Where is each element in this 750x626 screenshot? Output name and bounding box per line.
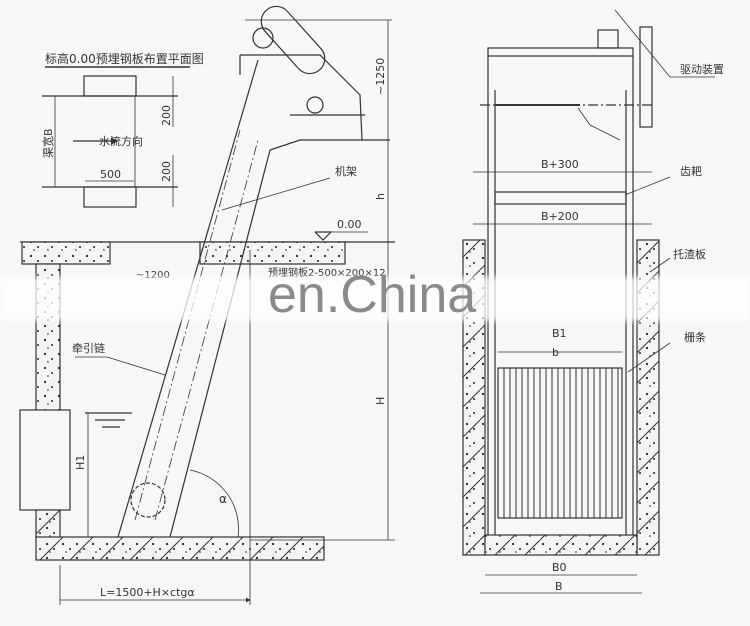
- watermark-text: en.China: [268, 266, 477, 324]
- watermark-band: [0, 277, 750, 321]
- watermark: en.China: [0, 265, 750, 337]
- channel-width-label: 渠宽B: [41, 128, 55, 158]
- rake-label: 齿耙: [680, 165, 702, 178]
- angle-label: α: [219, 492, 227, 506]
- side-view: [19, 5, 395, 605]
- elevation-label: 0.00: [337, 218, 362, 231]
- flow-direction-label: 水流方向: [99, 134, 143, 148]
- chain-label: 牵引链: [72, 341, 105, 355]
- dim-B0: B0: [552, 561, 567, 574]
- plan-view: [42, 66, 190, 208]
- dim-B1: B1: [552, 327, 567, 340]
- plan-title: 标高0.00预埋钢板布置平面图: [45, 51, 204, 66]
- dim-H1: H1: [74, 455, 87, 470]
- drive-label: 驱动装置: [680, 63, 724, 76]
- dim-1200: ~1200: [136, 270, 170, 281]
- bar-label: 栅条: [684, 330, 706, 344]
- embedded-plate-label: 预埋钢板2-500×200×12: [268, 266, 386, 279]
- debris-plate-label: 托渣板: [673, 247, 706, 261]
- dim-H: H: [374, 397, 387, 405]
- dim-plate-length: 500: [100, 168, 121, 181]
- dim-b-plus-300: B+300: [541, 158, 579, 171]
- frame-label: 机架: [335, 164, 357, 178]
- dim-b: b: [552, 346, 559, 359]
- grid-bars: [503, 368, 619, 518]
- dim-h: h: [374, 193, 387, 200]
- dim-plate-width-bottom: 200: [160, 161, 173, 182]
- dim-plate-width-top: 200: [160, 105, 173, 126]
- dim-top: ~1250: [374, 58, 387, 95]
- dim-B: B: [555, 580, 563, 593]
- dim-L: L=1500+H×ctgα: [100, 586, 195, 599]
- dim-b-plus-200: B+200: [541, 210, 579, 223]
